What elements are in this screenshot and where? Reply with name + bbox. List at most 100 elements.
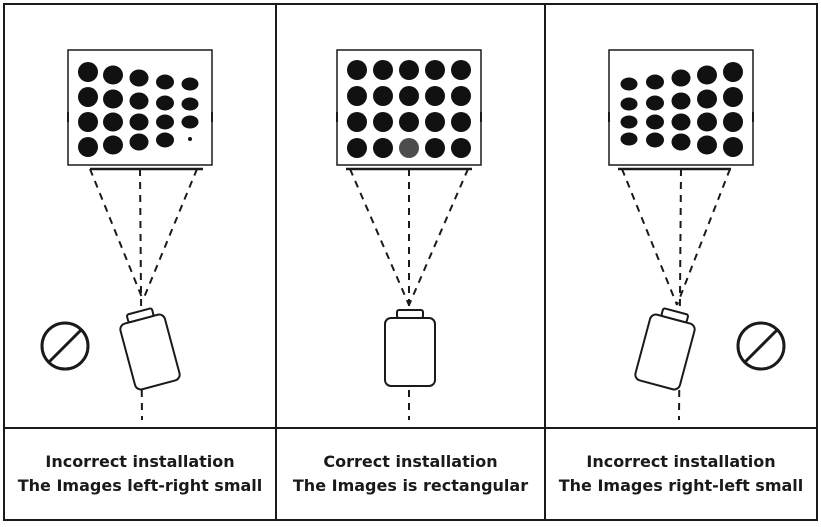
calibration-board: [67, 49, 213, 171]
dot: [373, 86, 393, 106]
camera-tilted-right: [634, 307, 696, 391]
dot: [697, 65, 717, 85]
dot: [671, 133, 691, 151]
prohibited-icon: [40, 321, 90, 371]
dot: [373, 138, 393, 158]
dot: [347, 86, 367, 106]
dot: [620, 97, 638, 111]
dot: [78, 137, 98, 157]
dot: [399, 86, 419, 106]
dot: [646, 132, 664, 148]
dot: [697, 135, 717, 155]
caption-subtitle: The Images left-right small: [17, 476, 263, 495]
prohibited-slash: [743, 328, 779, 364]
dot: [451, 112, 471, 132]
caption-title: Incorrect installation: [586, 452, 776, 471]
dot: [129, 92, 149, 110]
dot: [181, 77, 199, 91]
dot: [347, 60, 367, 80]
camera-straight: [384, 309, 436, 387]
dot: [156, 114, 174, 130]
dot: [373, 112, 393, 132]
dot: [399, 112, 419, 132]
sight-line-left: [89, 168, 144, 301]
camera-lens-cap: [396, 309, 424, 319]
dot: [723, 62, 743, 82]
dot: [347, 112, 367, 132]
dot: [103, 65, 123, 85]
dot: [156, 74, 174, 90]
caption-subtitle: The Images right-left small: [558, 476, 804, 495]
dot: [129, 69, 149, 87]
caption-title: Incorrect installation: [45, 452, 235, 471]
prohibited-icon: [736, 321, 786, 371]
dot: [129, 133, 149, 151]
dot: [156, 132, 174, 148]
calibration-board: [608, 49, 754, 171]
dot: [373, 60, 393, 80]
dot: [646, 95, 664, 111]
dot: [671, 113, 691, 131]
sight-line-right: [676, 168, 731, 306]
dot: [103, 112, 123, 132]
caption-right: Incorrect installation The Images right-…: [545, 430, 817, 518]
caption-center: Correct installation The Images is recta…: [276, 430, 545, 518]
camera-lens-cap: [126, 307, 155, 324]
dot: [425, 60, 445, 80]
sight-line-right: [408, 168, 469, 306]
dot: [646, 114, 664, 130]
camera-body: [384, 317, 436, 387]
prohibited-slash: [47, 328, 83, 364]
sight-line-right: [142, 168, 198, 301]
camera-body: [634, 313, 696, 391]
dot: [723, 112, 743, 132]
panel-center-correct: [336, 49, 482, 420]
caption-left: Incorrect installation The Images left-r…: [4, 430, 276, 518]
sight-line-left: [621, 168, 678, 306]
dot: [103, 89, 123, 109]
dot: [399, 60, 419, 80]
dot: [451, 138, 471, 158]
dot: [181, 97, 199, 111]
prohibited-circle: [40, 321, 90, 371]
dot: [620, 132, 638, 146]
dot: [620, 115, 638, 129]
dot: [78, 87, 98, 107]
dot: [671, 69, 691, 87]
dot: [671, 92, 691, 110]
dot: [103, 135, 123, 155]
dot: [697, 89, 717, 109]
panel-right-incorrect: [608, 49, 786, 421]
dot: [188, 137, 192, 141]
dot: [156, 95, 174, 111]
dot: [620, 77, 638, 91]
calibration-board: [336, 49, 482, 171]
dot: [399, 138, 419, 158]
dot: [451, 86, 471, 106]
caption-subtitle: The Images is rectangular: [292, 476, 529, 495]
dot-grid: [620, 62, 743, 157]
camera-tilted-left: [119, 307, 181, 391]
dot-grid: [78, 62, 199, 157]
camera-lens-cap: [660, 307, 689, 324]
dot: [697, 112, 717, 132]
dot: [347, 138, 367, 158]
sight-line-left: [349, 168, 410, 306]
dot: [78, 112, 98, 132]
panel-left-incorrect: [40, 49, 213, 421]
dot: [723, 87, 743, 107]
dot: [129, 113, 149, 131]
dot-grid: [347, 60, 471, 158]
dot: [451, 60, 471, 80]
dot: [425, 112, 445, 132]
outer-frame: [3, 3, 818, 521]
dot: [425, 138, 445, 158]
dot: [78, 62, 98, 82]
dot: [646, 74, 664, 90]
camera-body: [119, 313, 181, 391]
dot: [425, 86, 445, 106]
prohibited-circle: [736, 321, 786, 371]
dot: [181, 115, 199, 129]
